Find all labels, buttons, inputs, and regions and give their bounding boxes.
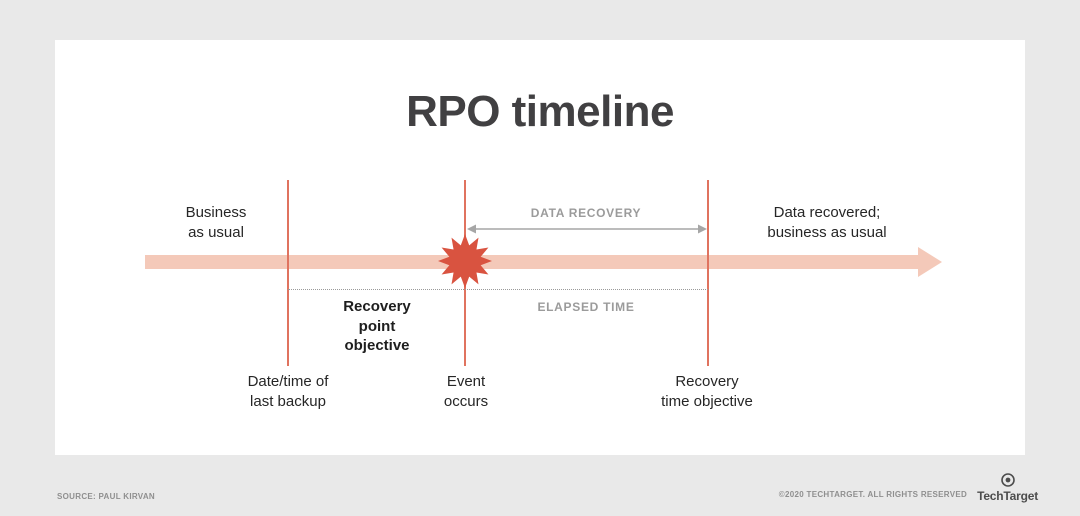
copyright-text: ©2020 TECHTARGET. ALL RIGHTS RESERVED [778, 490, 968, 499]
techtarget-logo: TechTarget [977, 472, 1038, 503]
marker-label-last-backup: Date/time of last backup [247, 373, 329, 410]
recovery-point-objective-label: Recovery point objective [343, 298, 411, 354]
data-recovery-span-arrow [467, 224, 707, 234]
elapsed-time-label: ELAPSED TIME [537, 300, 635, 314]
footer-right: ©2020 TECHTARGET. ALL RIGHTS RESERVED Te… [779, 472, 1038, 503]
marker-label-event-occurs: Event occurs [443, 373, 489, 410]
marker-label-recovery-time-objective: Recovery time objective [661, 373, 753, 410]
page-title: RPO timeline [406, 87, 674, 136]
timeline-arrow-bar [145, 255, 918, 269]
starburst-icon [438, 234, 492, 288]
infographic-card: RPO timeline Business as usual Data reco… [55, 40, 1025, 455]
marker-line-last-backup [287, 180, 289, 366]
business-as-usual-label: Business as usual [185, 204, 247, 241]
data-recovered-label: Data recovered; business as usual [767, 204, 887, 241]
techtarget-wordmark: TechTarget [977, 489, 1038, 503]
techtarget-eye-icon [1000, 473, 1015, 487]
source-credit: SOURCE: PAUL KIRVAN [57, 492, 156, 501]
marker-line-rto [707, 180, 709, 366]
elapsed-time-dotted-line [288, 289, 708, 290]
data-recovery-label: DATA RECOVERY [530, 206, 642, 220]
timeline-arrowhead [918, 247, 942, 277]
